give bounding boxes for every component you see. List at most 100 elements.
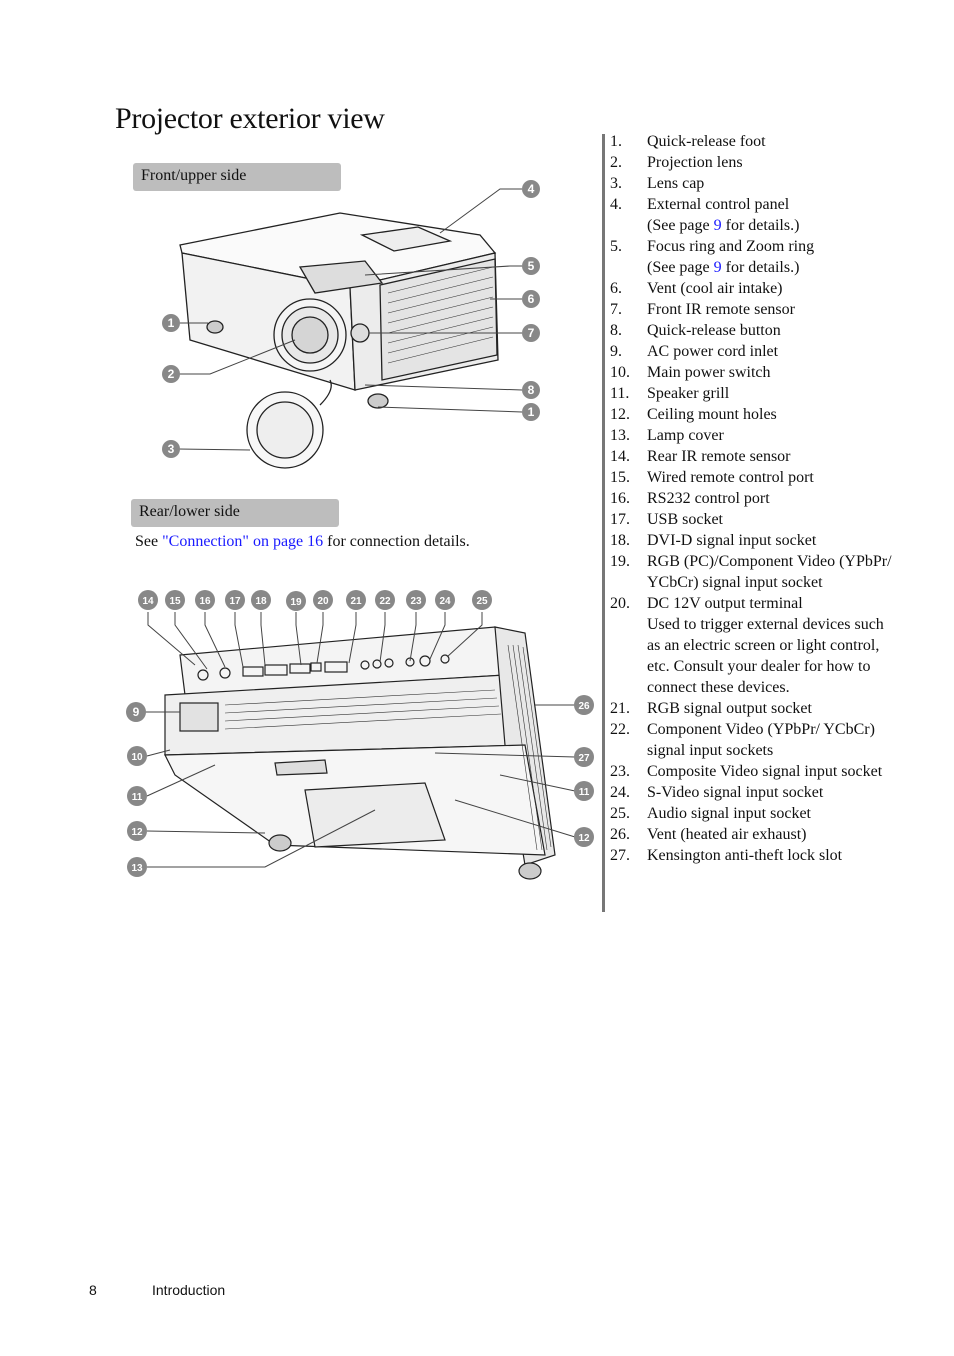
callout-14: 14 — [142, 596, 154, 607]
part-number: 19. — [610, 553, 630, 570]
part-description: USB socket — [647, 509, 900, 530]
part-label: Focus ring and Zoom ring — [647, 238, 815, 255]
part-description: Composite Video signal input socket — [647, 761, 900, 782]
part-number: 13. — [610, 427, 630, 444]
part-label: Quick-release button — [647, 322, 781, 339]
part-label: RGB (PC)/Component Video (YPbPr/ YCbCr) … — [647, 553, 892, 591]
part-label: DC 12V output terminal — [647, 595, 803, 612]
parts-list-item: 23. Composite Video signal input socket — [610, 761, 900, 782]
part-description: S-Video signal input socket — [647, 782, 900, 803]
part-number: 1. — [610, 133, 622, 150]
list-divider — [602, 134, 605, 912]
page-link[interactable]: 9 — [713, 259, 722, 276]
connection-note-prefix: See — [135, 533, 163, 550]
part-page-ref: (See page 9 for details.) — [647, 215, 900, 236]
part-description: RGB (PC)/Component Video (YPbPr/ YCbCr) … — [647, 551, 900, 593]
page-number: 8 — [89, 1282, 97, 1298]
part-label: External control panel — [647, 196, 790, 213]
rear-callout-layer: 14 15 16 17 18 19 20 21 22 23 24 25 9 10… — [126, 590, 594, 877]
part-description: Quick-release button — [647, 320, 900, 341]
footer-section: Introduction — [152, 1282, 226, 1298]
part-label: DVI-D signal input socket — [647, 532, 817, 549]
part-number: 17. — [610, 511, 630, 528]
part-description: Rear IR remote sensor — [647, 446, 900, 467]
page-link[interactable]: 9 — [713, 217, 722, 234]
parts-list-item: 24.S-Video signal input socket — [610, 782, 900, 803]
part-description: DVI-D signal input socket — [647, 530, 900, 551]
callout-15: 15 — [169, 596, 181, 607]
part-description: Lamp cover — [647, 425, 900, 446]
part-number: 20. — [610, 595, 630, 612]
parts-list-item: 17. USB socket — [610, 509, 900, 530]
part-description: Focus ring and Zoom ring(See page 9 for … — [647, 236, 900, 278]
part-description: Projection lens — [647, 152, 900, 173]
callout-19: 19 — [290, 597, 302, 608]
part-label: Rear IR remote sensor — [647, 448, 791, 465]
part-description: Component Video (YPbPr/ YCbCr) signal in… — [647, 719, 900, 761]
parts-list-item: 10.Main power switch — [610, 362, 900, 383]
callout-23: 23 — [410, 596, 422, 607]
part-number: 5. — [610, 238, 622, 255]
part-description: Ceiling mount holes — [647, 404, 900, 425]
part-description: Wired remote control port — [647, 467, 900, 488]
part-number: 23. — [610, 763, 630, 780]
page-title: Projector exterior view — [115, 102, 385, 136]
part-description: AC power cord inlet — [647, 341, 900, 362]
callout-5: 5 — [528, 259, 535, 273]
parts-list-item: 16.RS232 control port — [610, 488, 900, 509]
part-number: 8. — [610, 322, 622, 339]
rear-lower-header: Rear/lower side — [131, 499, 339, 527]
part-description: Vent (cool air intake) — [647, 278, 900, 299]
parts-list-item: 3.Lens cap — [610, 173, 900, 194]
part-description: External control panel (See page 9 for de… — [647, 194, 900, 236]
parts-list-item: 11.Speaker grill — [610, 383, 900, 404]
part-number: 12. — [610, 406, 630, 423]
part-label: RGB signal output socket — [647, 700, 812, 717]
part-description: Quick-release foot — [647, 131, 900, 152]
callout-17: 17 — [229, 596, 241, 607]
callout-8: 8 — [528, 383, 535, 397]
part-number: 6. — [610, 280, 622, 297]
part-label: Kensington anti-theft lock slot — [647, 847, 843, 864]
callout-4: 4 — [528, 182, 535, 196]
part-number: 22. — [610, 721, 630, 738]
parts-list-item: 25.Audio signal input socket — [610, 803, 900, 824]
part-number: 9. — [610, 343, 622, 360]
part-number: 16. — [610, 490, 630, 507]
callout-2: 2 — [168, 367, 175, 381]
front-projector-illustration — [177, 188, 523, 469]
callout-20: 20 — [317, 596, 329, 607]
callout-6: 6 — [528, 292, 535, 306]
part-description: Kensington anti-theft lock slot — [647, 845, 900, 866]
part-label: Quick-release foot — [647, 133, 766, 150]
callout-25: 25 — [476, 596, 488, 607]
part-label: Ceiling mount holes — [647, 406, 777, 423]
part-label: S-Video signal input socket — [647, 784, 824, 801]
parts-list-item: 14.Rear IR remote sensor — [610, 446, 900, 467]
parts-list-item: 4.External control panel(See page 9 for … — [610, 194, 900, 236]
part-label: Main power switch — [647, 364, 771, 381]
parts-list-item: 27.Kensington anti-theft lock slot — [610, 845, 900, 866]
parts-list-item: 18.DVI-D signal input socket — [610, 530, 900, 551]
part-page-ref-prefix: (See page — [647, 217, 714, 234]
front-callout-layer: 4 5 6 1 7 2 8 1 3 — [162, 180, 540, 458]
part-label: Wired remote control port — [647, 469, 814, 486]
callout-7: 7 — [528, 326, 535, 340]
part-label: Lamp cover — [647, 427, 724, 444]
part-label: Component Video (YPbPr/ YCbCr) signal in… — [647, 721, 875, 759]
rear-projector-illustration — [145, 612, 576, 880]
part-description: Front IR remote sensor — [647, 299, 900, 320]
parts-list-item: 5. Focus ring and Zoom ring(See page 9 fo… — [610, 236, 900, 278]
callout-13: 13 — [131, 863, 143, 874]
part-description: Audio signal input socket — [647, 803, 900, 824]
callout-22: 22 — [379, 596, 391, 607]
part-label: USB socket — [647, 511, 723, 528]
connection-link[interactable]: "Connection" on page 16 — [162, 533, 324, 550]
connection-note: See "Connection" on page 16 for connecti… — [135, 533, 470, 551]
parts-list-item: 8. Quick-release button — [610, 320, 900, 341]
part-label: Composite Video signal input socket — [647, 763, 883, 780]
part-label: Lens cap — [647, 175, 705, 192]
callout-16: 16 — [199, 596, 211, 607]
